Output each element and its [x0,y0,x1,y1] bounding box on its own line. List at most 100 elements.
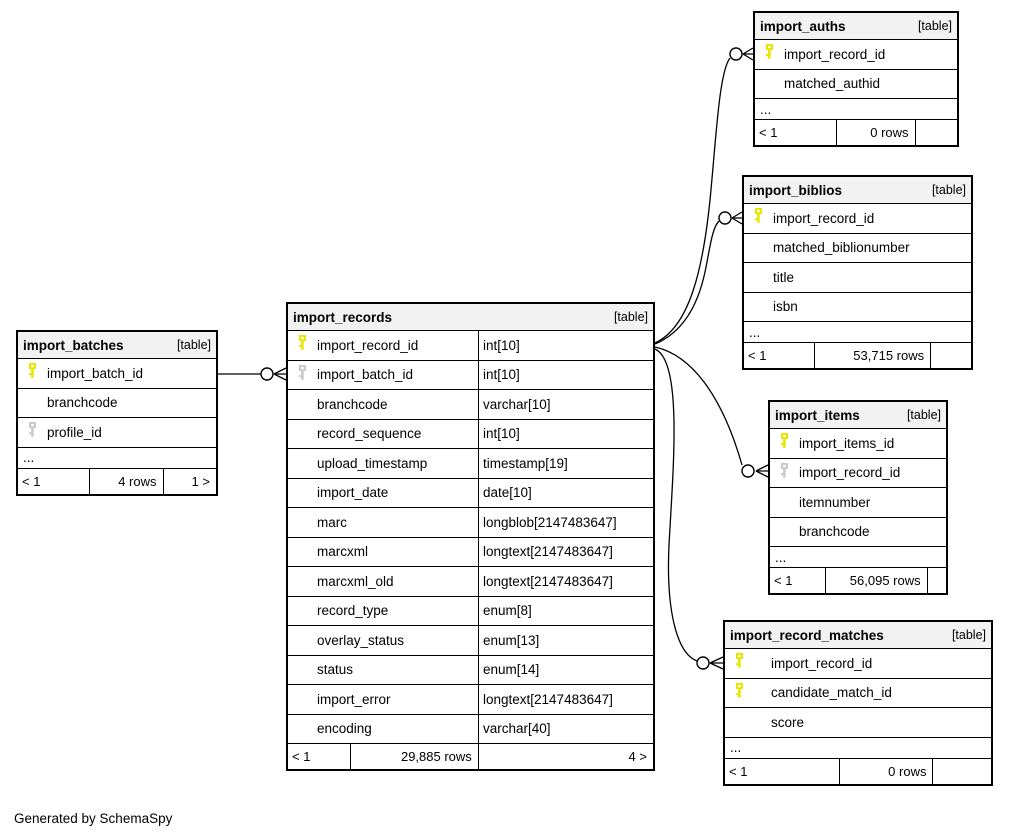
related-tables-left: < 1 [22,473,41,489]
table-header: import_biblios [table] [744,177,971,204]
column-type: longtext[2147483647] [483,691,613,707]
row-count: 29,885 rows [350,744,478,769]
table-import_record_matches[interactable]: import_record_matches[table]import_recor… [723,620,993,786]
table-name[interactable]: import_items [775,407,860,423]
column-name: record_sequence [317,426,422,442]
relationship-records-biblios [654,211,743,345]
table-type-tag: [table] [176,338,211,352]
column-itemnumber: itemnumber [770,488,946,518]
column-name-cell: import_batch_id [288,360,479,389]
foreign-key-icon [27,422,38,442]
table-type-tag: [table] [931,183,966,197]
key-cell [725,682,754,703]
column-name: record_type [317,603,389,619]
column-branchcode: branchcode [18,389,216,418]
more-columns-ellipsis: ... [18,448,216,469]
column-name: marcxml_old [317,573,394,589]
column-name-cell: import_date [288,478,479,507]
column-name: encoding [317,721,372,737]
relationship-batches-records [218,367,287,381]
column-type: date[10] [483,485,532,501]
primary-key-icon [297,335,308,355]
table-type-tag: [table] [951,628,986,642]
related-tables-left: < 1 [759,125,778,140]
column-name-cell: marc [288,508,479,537]
column-type: enum[14] [483,662,540,678]
table-name[interactable]: import_batches [23,337,124,353]
primary-key-icon [753,208,764,228]
column-name: import_record_id [317,337,419,353]
column-type: int[10] [483,337,520,353]
column-isbn: isbn [744,293,971,322]
key-cell [18,422,47,442]
column-name: import_record_id [784,46,886,62]
related-tables-right: 4 > [477,744,653,769]
table-name[interactable]: import_record_matches [730,627,884,643]
table-footer: < 1 0 rows [755,120,957,145]
column-name-cell: marcxml [288,537,479,566]
relationship-records-matches [654,348,724,670]
column-name-cell: record_sequence [288,419,479,448]
column-name: branchcode [799,524,870,540]
related-tables-right [932,758,991,784]
column-name: import_batch_id [317,367,414,383]
related-tables-left: < 1 [729,763,748,779]
relationship-records-auths [654,47,754,344]
more-columns-ellipsis: ... [725,738,991,759]
column-name: branchcode [47,395,118,411]
column-import_record_id: import_record_id [744,204,971,234]
related-tables-right [914,120,957,145]
column-name-cell: record_type [288,596,479,625]
table-name[interactable]: import_auths [760,18,846,34]
column-name: profile_id [47,424,102,440]
column-name: branchcode [317,396,388,412]
column-import_record_id: import_record_id [770,459,946,488]
primary-key-icon [734,682,745,703]
related-tables-right [926,568,946,593]
row-count: 0 rows [835,120,915,145]
column-name: import_error [317,691,391,707]
row-count: 56,095 rows [824,568,927,593]
column-name-cell: import_record_id [288,331,479,360]
table-header: import_records [table] [288,304,653,331]
column-profile_id: profile_id [18,418,216,448]
related-tables-right [930,343,971,368]
key-cell [770,433,799,453]
column-import_batch_id: import_batch_id [18,359,216,389]
column-type: int[10] [483,426,520,442]
column-name: itemnumber [799,494,871,510]
more-columns-ellipsis: ... [744,322,971,343]
table-type-tag: [table] [613,310,648,324]
row-count: 53,715 rows [814,343,930,368]
table-name[interactable]: import_biblios [749,182,843,198]
generated-by-text: Generated by SchemaSpy [14,811,173,826]
column-candidate_match_id: candidate_match_id [725,679,991,708]
column-name-cell: import_error [288,685,479,714]
column-import_error: import_error longtext[2147483647] [288,685,653,715]
table-name[interactable]: import_records [293,309,393,325]
primary-key-icon [27,363,38,383]
row-count: 4 rows [89,468,162,494]
foreign-key-icon [779,462,790,483]
column-name-cell: overlay_status [288,626,479,655]
column-matched_authid: matched_authid [755,70,957,99]
table-type-tag: [table] [906,408,941,422]
key-cell [770,462,799,483]
column-name-cell: encoding [288,714,479,743]
